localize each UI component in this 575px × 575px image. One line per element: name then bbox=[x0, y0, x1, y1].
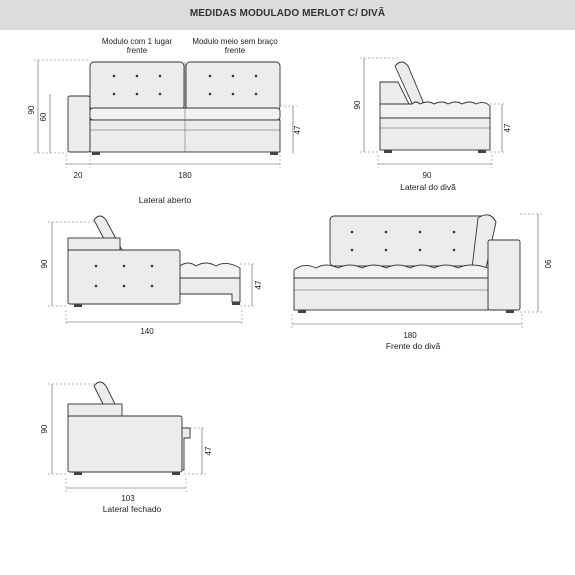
front-height-total: 90 bbox=[27, 105, 36, 114]
headrest-shape bbox=[394, 61, 425, 109]
back-top-2 bbox=[67, 403, 123, 417]
frente-diva-view: 90 180 Frente do divã bbox=[291, 213, 552, 351]
lateral-aberto-height-total: 90 bbox=[40, 259, 49, 268]
front-width-arm: 20 bbox=[74, 171, 83, 180]
page-title: MEDIDAS MODULADO MERLOT C/ DIVÃ bbox=[189, 8, 386, 19]
front-height-arm: 60 bbox=[39, 112, 48, 121]
lateral-aberto-height-seat: 47 bbox=[254, 280, 263, 289]
tufting bbox=[112, 74, 258, 96]
lateral-diva-height-total: 90 bbox=[353, 100, 362, 109]
lateral-fechado-width: 103 bbox=[121, 494, 135, 503]
modulo-1-label-line2: frente bbox=[127, 46, 148, 55]
lateral-aberto-side bbox=[67, 249, 181, 305]
front-view: Modulo com 1 lugar frente Modulo meio se… bbox=[27, 37, 302, 205]
lateral-fechado-height-seat: 47 bbox=[204, 446, 213, 455]
frente-diva-arm bbox=[487, 239, 521, 311]
header-bar: MEDIDAS MODULADO MERLOT C/ DIVÃ bbox=[0, 0, 575, 30]
lateral-aberto-width: 140 bbox=[140, 327, 154, 336]
lateral-diva-caption: Lateral do divã bbox=[400, 182, 456, 192]
frente-diva-width: 180 bbox=[403, 331, 417, 340]
lateral-aberto-view: 90 47 140 bbox=[40, 215, 263, 336]
back-top bbox=[67, 237, 121, 251]
frente-diva-base bbox=[293, 277, 489, 311]
modulo-1-label-line1: Modulo com 1 lugar bbox=[102, 37, 173, 46]
lateral-diva-width: 90 bbox=[423, 171, 432, 180]
tufting-2 bbox=[94, 264, 154, 288]
lateral-fechado-height-total: 90 bbox=[40, 424, 49, 433]
back-left bbox=[89, 61, 185, 111]
back-right bbox=[185, 61, 281, 111]
lateral-diva-view: 90 47 90 Lateral do divã bbox=[353, 57, 512, 192]
frente-diva-back bbox=[329, 215, 487, 267]
lateral-aberto-caption: Lateral aberto bbox=[139, 195, 192, 205]
chaise-extension bbox=[179, 277, 241, 303]
tufting-3 bbox=[350, 230, 456, 252]
lateral-fechado-caption: Lateral fechado bbox=[103, 504, 162, 514]
lateral-fechado-side bbox=[67, 415, 183, 473]
front-height-seat: 47 bbox=[293, 125, 302, 134]
frente-diva-height: 90 bbox=[543, 260, 552, 269]
lateral-diva-base bbox=[379, 117, 491, 151]
modulo-meio-label-line2: frente bbox=[225, 46, 246, 55]
front-width-total: 180 bbox=[178, 171, 192, 180]
lateral-diva-height-seat: 47 bbox=[503, 123, 512, 132]
frente-diva-caption: Frente do divã bbox=[386, 341, 441, 351]
modulo-meio-label-line1: Modulo meio sem braço bbox=[192, 37, 278, 46]
lateral-fechado-view: 90 47 103 Lateral fechado bbox=[40, 381, 213, 514]
arm-shape bbox=[67, 95, 91, 153]
